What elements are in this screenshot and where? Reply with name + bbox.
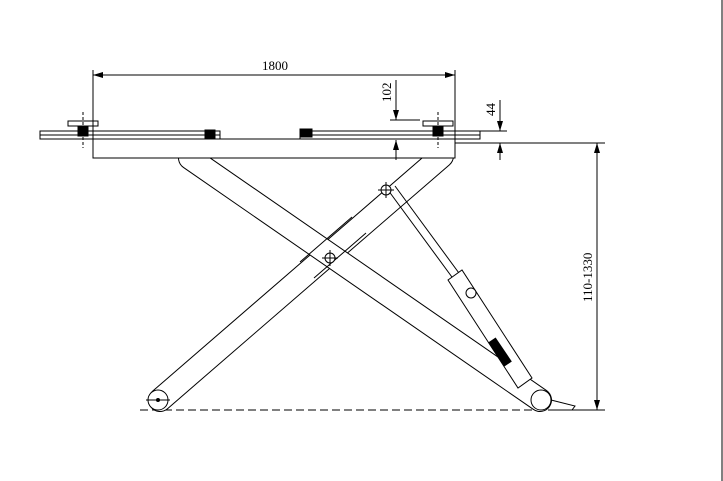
scissor-arm-right (178, 146, 552, 412)
hydraulic-cylinder (387, 185, 533, 389)
dim-pad-height (390, 80, 420, 160)
dim-platform-length (92, 70, 456, 139)
rails (39, 128, 481, 140)
pivot-cylinder-top (378, 182, 394, 198)
dim-lift-range (455, 142, 605, 411)
arm-crossing (299, 216, 367, 279)
lift-pad-right (422, 112, 454, 148)
dim-label-110-1330: 110-1330 (580, 253, 595, 302)
lift-pad-left (67, 112, 99, 148)
wheel-right (530, 389, 576, 411)
dim-label-44: 44 (483, 103, 498, 117)
scissor-arm-left (148, 144, 454, 412)
dim-label-102: 102 (379, 83, 394, 103)
dim-rail-height (480, 100, 507, 160)
dim-label-1800: 1800 (262, 58, 288, 73)
pivot-center (322, 250, 338, 266)
platform (92, 138, 456, 159)
wheel-left (146, 389, 170, 411)
